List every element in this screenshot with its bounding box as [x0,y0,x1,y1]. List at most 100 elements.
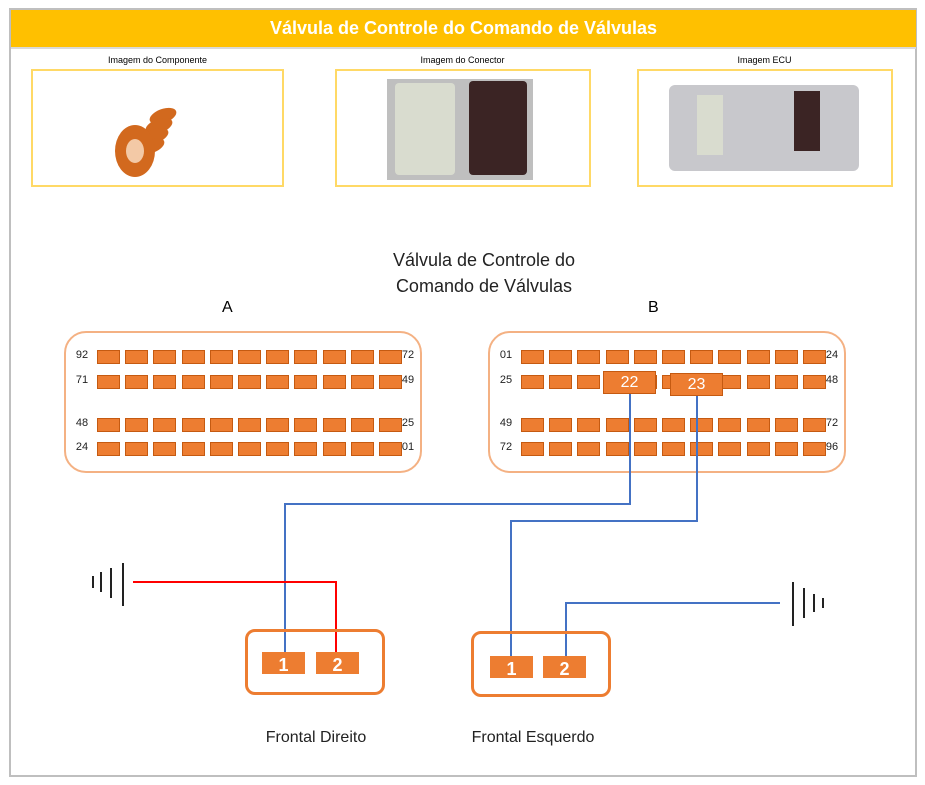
connector-pin [774,442,798,456]
row-start-label: 24 [75,441,89,453]
connector-pin [690,442,714,456]
connector-pin [803,350,826,364]
connector-pin [746,350,770,364]
connector-pin [350,442,374,456]
connector-pin [774,375,798,389]
connector-pin [181,442,205,456]
row-end-label: 72 [401,349,415,361]
connector-pin [379,350,402,364]
connector-pin [125,375,149,389]
connector-pin [379,442,402,456]
connector-pin [294,375,318,389]
connector-pin [718,350,742,364]
connector-pin [746,418,770,432]
connector-pin [209,418,233,432]
battery-icon-left [92,563,124,606]
connector-image [335,69,591,187]
connector-pin [294,350,318,364]
connector-pin [322,418,346,432]
row-end-label: 24 [825,349,839,361]
connector-pin [803,442,826,456]
connector-pin [633,418,657,432]
row-start-label: 01 [499,349,513,361]
connector-pin [662,350,685,364]
connector-pin [521,442,544,456]
connector-pin [577,442,601,456]
ground-icon-right [792,582,824,626]
connector-pin [97,442,120,456]
connector-pin [690,350,714,364]
row-end-label: 72 [825,417,839,429]
connector-pin [577,375,601,389]
connector-pin [209,442,233,456]
connector-pin [125,418,149,432]
connector-pin [605,442,629,456]
row-start-label: 71 [75,374,89,386]
connector-image-label: Imagem do Conector [420,55,505,65]
connector-pin [350,418,374,432]
connector-pin [97,375,120,389]
connector-pin [605,350,629,364]
connector-pin [577,418,601,432]
component-frontal-direito: 1 2 [245,629,385,695]
connector-pin [521,375,544,389]
connector-pin [97,350,120,364]
connector-pin [521,350,544,364]
connector-pin [153,350,177,364]
connector-pin [379,375,402,389]
connector-pin [549,350,573,364]
connector-pin [181,418,205,432]
connector-pin [266,375,290,389]
pin-b-23: 23 [670,373,723,396]
connector-pin [662,442,685,456]
connector-pin [97,418,120,432]
connector-pin [350,375,374,389]
component-frontal-esquerdo: 1 2 [471,631,611,697]
connector-pin [266,418,290,432]
connector-a-label: A [222,299,233,316]
row-end-label: 49 [401,374,415,386]
frontal-esquerdo-label: Frontal Esquerdo [471,729,595,746]
component-image-label: Imagem do Componente [107,55,208,65]
connector-pin [605,418,629,432]
connector-pin [181,350,205,364]
connector-pin [153,442,177,456]
connector-pin [153,418,177,432]
connector-pin [294,418,318,432]
ecu-image-label: Imagem ECU [737,55,792,65]
row-end-label: 01 [401,441,415,453]
connector-pin [521,418,544,432]
row-start-label: 25 [499,374,513,386]
row-start-label: 92 [75,349,89,361]
connector-pin [209,375,233,389]
connector-pin [746,375,770,389]
connector-pin [746,442,770,456]
connector-pin [350,350,374,364]
connector-b-label: B [648,299,659,316]
connector-pin [549,375,573,389]
connector-pin [125,442,149,456]
row-start-label: 72 [499,441,513,453]
diagram-title-line2: Comando de Válvulas [395,276,573,296]
row-end-label: 48 [825,374,839,386]
connector-pin [774,418,798,432]
connector-pin [209,350,233,364]
component-image [31,69,284,187]
wire-power-to-frontal-direito-2 [133,581,337,662]
connector-pin [322,350,346,364]
connector-pin [125,350,149,364]
connector-pin [379,418,402,432]
row-start-label: 48 [75,417,89,429]
connector-pin [294,442,318,456]
ecu-image [637,69,893,187]
frontal-esquerdo-pin-1: 1 [490,656,533,679]
connector-pin [153,375,177,389]
connector-pin [181,375,205,389]
connector-pin [803,375,826,389]
connector-pin [577,350,601,364]
connector-pin [238,375,261,389]
wire-b23-to-frontal-esquerdo-1 [510,395,698,666]
connector-pin [549,418,573,432]
